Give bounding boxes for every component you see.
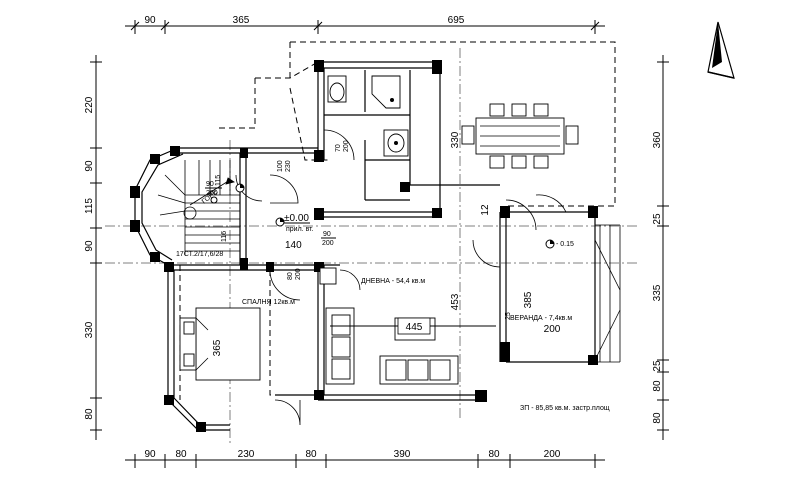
bedroom-furniture [179, 307, 261, 381]
dim-inner-200c: 200 [295, 268, 302, 280]
dim-left-4: 90 [84, 240, 95, 252]
dim-bottom-4: 80 [305, 449, 317, 460]
dim-left-6: 80 [84, 408, 95, 420]
dim-inner-116: 116 [221, 231, 228, 242]
dim-inner-453: 453 [450, 293, 461, 310]
dining-table [461, 103, 579, 169]
dim-bottom-2: 80 [175, 449, 187, 460]
dim-top-2: 365 [233, 15, 250, 26]
fireplace [319, 267, 337, 285]
dim-left-3: 115 [84, 198, 95, 214]
dim-inner-90a: 90 [323, 231, 331, 238]
labels: ±0.00 прил. вт. - 0.15 ДНЕВНА - 54,4 кв.… [176, 131, 610, 412]
level-main: ±0.00 [284, 213, 309, 224]
veranda-steps [594, 224, 621, 363]
dim-inner-445: 445 [406, 322, 423, 333]
dim-inner-330: 330 [450, 131, 461, 148]
dim-inner-385v: 385 [523, 291, 534, 308]
dim-inner-100: 100 [277, 160, 284, 172]
dim-right-1: 360 [652, 131, 663, 148]
dim-inner-115: 115 [215, 175, 222, 186]
room-living: ДНЕВНА - 54,4 кв.м [361, 278, 425, 285]
dim-top-3: 695 [448, 15, 465, 26]
dim-inner-25: 25 [505, 312, 512, 320]
room-bedroom: СПАЛНЯ 12кв.м [242, 299, 295, 306]
dim-inner-140: 140 [285, 240, 302, 251]
north-arrow-icon [707, 21, 735, 79]
columns [130, 60, 598, 432]
room-veranda: ВЕРАНДА - 7,4кв.м [510, 315, 572, 322]
left-dimension-line: 220 90 115 90 330 80 [84, 55, 102, 440]
dim-top-1: 90 [144, 15, 156, 26]
dim-inner-12: 12 [480, 204, 491, 216]
level-markers [210, 183, 555, 249]
area-note-text: ЗП - 85,85 кв.м. застр.площ [520, 405, 610, 412]
dim-inner-230: 230 [285, 160, 292, 172]
dim-inner-365: 365 [212, 339, 223, 356]
dim-right-2: 25 [652, 213, 663, 225]
dim-inner-200d: 200 [206, 190, 218, 197]
level-main-note: прил. вт. [286, 226, 314, 233]
shower [371, 75, 401, 109]
dim-left-1: 220 [84, 96, 95, 113]
bed [195, 307, 261, 381]
dim-right-4: 25 [652, 360, 663, 372]
level-veranda: - 0.15 [556, 241, 574, 248]
dim-bottom-5: 390 [394, 449, 411, 460]
room-stair: 17СТ.2/17,6/28 [176, 251, 223, 258]
dim-inner-70: 70 [335, 144, 342, 152]
top-dimension-line: 90 365 695 [125, 15, 605, 34]
dim-bottom-3: 230 [238, 449, 255, 460]
dim-right-5: 80 [652, 380, 663, 392]
dim-inner-200a: 200 [322, 240, 334, 247]
staircase [157, 160, 240, 255]
dim-right-6: 80 [652, 412, 663, 424]
dim-bottom-7: 200 [544, 449, 561, 460]
bathroom-fixtures [327, 75, 409, 157]
dim-bottom-6: 80 [488, 449, 500, 460]
dim-left-5: 330 [84, 321, 95, 338]
dim-left-2: 90 [84, 160, 95, 172]
dim-inner-200v: 200 [544, 324, 561, 335]
bottom-dimension-line: 90 80 230 80 390 80 200 [125, 449, 605, 468]
doors [235, 129, 567, 426]
right-dimension-line: 360 25 335 25 80 80 [652, 55, 669, 440]
living-furniture [319, 267, 459, 385]
dim-bottom-1: 90 [144, 449, 156, 460]
dim-inner-80: 80 [287, 272, 294, 280]
dim-inner-200b: 200 [343, 140, 350, 152]
dim-right-3: 335 [652, 284, 663, 301]
dim-inner-90b: 90 [206, 181, 214, 188]
